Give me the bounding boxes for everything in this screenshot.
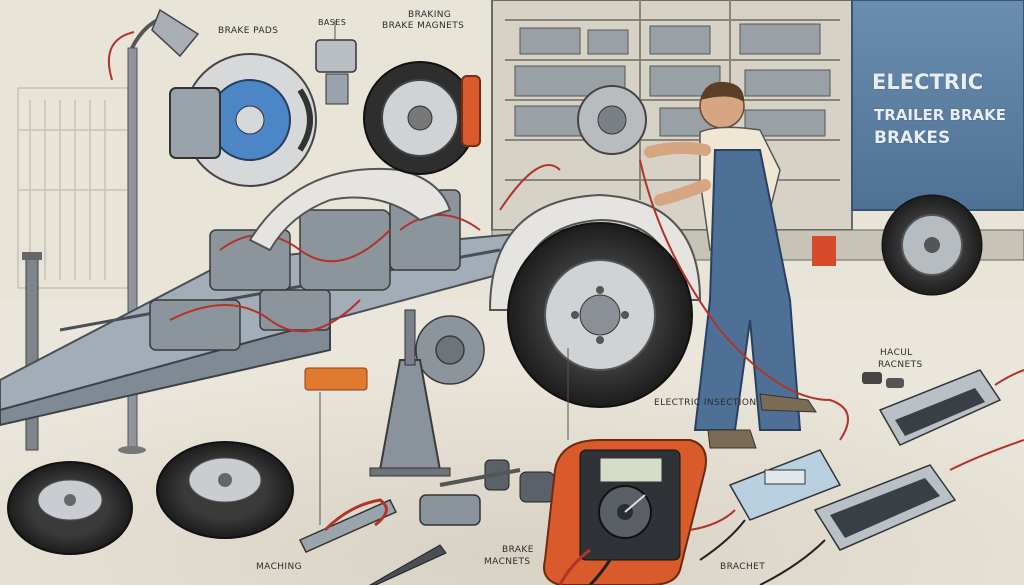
label-leader-lines <box>319 20 569 525</box>
brake-controller-1 <box>878 369 1024 446</box>
label-bases: BASES <box>318 18 347 27</box>
label-brake-pads: BRAKE PADS <box>218 26 279 36</box>
label-brake-magnets-top: BRAKE MAGNETS <box>382 21 465 31</box>
multimeter <box>543 439 707 585</box>
spare-tire-2 <box>156 441 294 539</box>
label-macnets: MACNETS <box>484 557 531 567</box>
test-cable <box>639 159 849 441</box>
brake-controller-3 <box>759 439 1024 585</box>
brake-controller-2 <box>689 449 842 561</box>
lamp-pole <box>107 8 200 454</box>
truck-text-brakes: BRAKES <box>874 128 951 148</box>
mechanic <box>644 81 817 449</box>
label-racnets: RACNETS <box>878 360 923 370</box>
label-brachet: BRACHET <box>720 562 766 572</box>
spare-tire-1 <box>7 461 133 555</box>
trailer-fender-left <box>248 167 452 252</box>
truck-text-trailer-brake: TRAILER BRAKE <box>874 106 1007 124</box>
jack-stand <box>369 309 451 477</box>
floor-tools <box>298 459 555 585</box>
label-hacul: HACUL <box>880 348 913 358</box>
truck-text-electric: ELECTRIC <box>872 70 984 94</box>
label-brake: BRAKE <box>502 545 534 555</box>
label-electric-insection: ELECTRIC INSECTION <box>654 398 757 408</box>
brake-rotor-magnets <box>363 61 481 175</box>
background-building <box>17 87 129 289</box>
label-braking: BRAKING <box>408 10 452 20</box>
label-maching: MACHING <box>256 562 302 572</box>
small-magnets <box>862 372 904 388</box>
brake-rotor-pads <box>169 53 317 187</box>
caliper-small <box>315 39 357 105</box>
trailer-wheel <box>488 193 702 408</box>
